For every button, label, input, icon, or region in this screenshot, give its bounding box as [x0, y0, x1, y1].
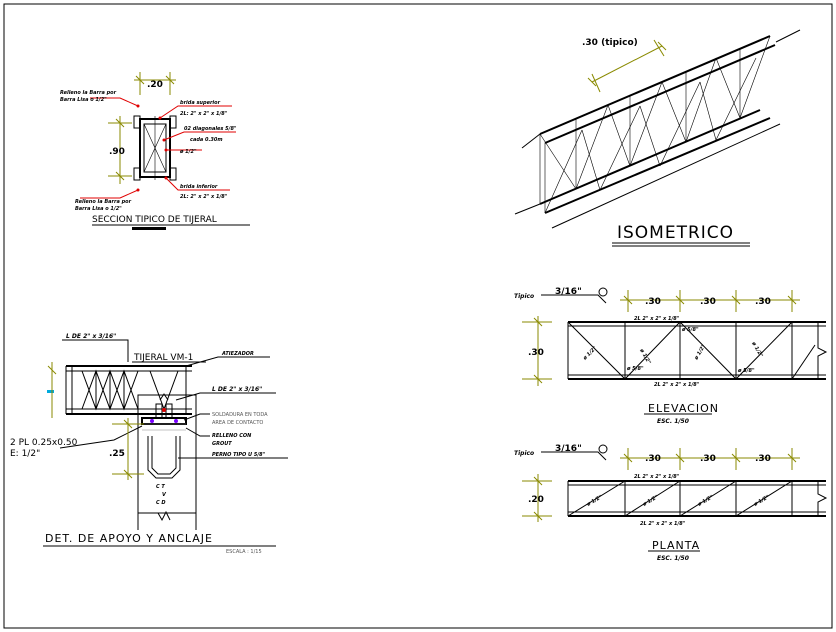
- elevation-vert-3: ø 5/8": [737, 368, 755, 374]
- section-label-top-right-2: 2L: 2" x 2" x 1/8": [180, 111, 228, 117]
- elevation-height: .30: [528, 348, 544, 358]
- support-col-text-3: C D: [156, 500, 166, 506]
- support-scale: ESCALA : 1/15: [226, 549, 262, 555]
- support-truss-label: TIJERAL VM-1: [133, 353, 193, 363]
- elevation-top-chord: 2L 2" x 2" x 1/8": [634, 316, 680, 322]
- section-label-diag-1: 02 diagonales 5/8": [184, 126, 237, 132]
- support-col-text-2: V: [162, 492, 167, 498]
- support-detail: L DE 2" x 3/16" TIJERAL VM-1 ATIEZADOR L…: [10, 333, 288, 555]
- support-relleno-1: RELLENO CON: [212, 433, 252, 439]
- support-atiezador: ATIEZADOR: [221, 351, 254, 357]
- section-label-diag-2: cada 0.30m: [190, 137, 223, 143]
- support-col-text-1: C T: [156, 484, 165, 490]
- isometric-view: .30 (tipico) ISOMETRICO: [514, 29, 801, 247]
- elevation-vert-2: ø 5/8": [626, 366, 644, 372]
- support-title: DET. DE APOYO Y ANCLAJE: [45, 532, 213, 545]
- section-detail: .20 .90 Relleno la Barra por Barra Lisa …: [60, 72, 250, 230]
- iso-title: ISOMETRICO: [617, 223, 734, 243]
- section-label-bot-left-1: Relleno la Barra por: [75, 199, 132, 205]
- elevation-tipico: Tipico: [514, 293, 534, 300]
- support-plate: 2 PL 0.25x0.50: [10, 438, 78, 448]
- elevation-view: Tipico 3/16" .30 .30 .30 .30 2L 2" x 2" …: [514, 287, 828, 425]
- plan-view: Tipico 3/16" .30 .30 .30 .20 2L 2" x 2" …: [514, 444, 828, 562]
- sheet-border: [3, 3, 833, 629]
- section-dim-width: .20: [147, 80, 163, 90]
- section-dim-height: .90: [109, 147, 125, 157]
- section-label-top-right-1: brida superior: [180, 100, 221, 106]
- section-label-bot-left-2: Barra Lisa o 1/2": [75, 206, 122, 212]
- section-label-top-left-2: Barra Lisa o 1/2": [60, 97, 107, 103]
- plan-spacing-3: .30: [755, 454, 771, 464]
- elevation-spacing-2: .30: [700, 297, 716, 307]
- section-label-bot-right-1: brida inferior: [180, 184, 218, 190]
- support-soldadura-2: AREA DE CONTACTO: [212, 420, 263, 426]
- elevation-bot-chord: 2L 2" x 2" x 1/8": [654, 382, 700, 388]
- iso-dim: .30 (tipico): [582, 38, 638, 48]
- support-perno: PERNO TIPO U 5/8": [212, 452, 266, 458]
- support-soldadura-1: SOLDADURA EN TODA: [212, 412, 268, 418]
- section-label-bar: ø 1/2": [179, 149, 197, 155]
- plan-tipico: Tipico: [514, 450, 534, 457]
- support-l-right: L DE 2" x 3/16": [212, 386, 262, 393]
- plan-scale: ESC. 1/50: [657, 555, 689, 562]
- support-l-top: L DE 2" x 3/16": [66, 333, 116, 340]
- section-label-bot-right-2: 2L: 2" x 2" x 1/8": [180, 194, 228, 200]
- elevation-weld: 3/16": [555, 287, 582, 297]
- elevation-vert-1: ø 5/8": [681, 327, 699, 333]
- elevation-scale: ESC. 1/50: [657, 418, 689, 425]
- elevation-title: ELEVACION: [648, 402, 719, 415]
- support-thickness: E: 1/2": [10, 449, 40, 459]
- section-title: SECCION TIPICO DE TIJERAL: [92, 215, 217, 225]
- elevation-spacing-3: .30: [755, 297, 771, 307]
- elevation-spacing-1: .30: [645, 297, 661, 307]
- plan-top-chord: 2L 2" x 2" x 1/8": [634, 474, 680, 480]
- plan-weld: 3/16": [555, 444, 582, 454]
- plan-width: .20: [528, 495, 544, 505]
- support-dim: .25: [109, 449, 125, 459]
- plan-bot-chord: 2L 2" x 2" x 1/8": [640, 521, 686, 527]
- section-label-top-left-1: Relleno la Barra por: [60, 90, 117, 96]
- support-relleno-2: GROUT: [212, 441, 232, 447]
- plan-spacing-1: .30: [645, 454, 661, 464]
- plan-title: PLANTA: [652, 539, 700, 552]
- plan-spacing-2: .30: [700, 454, 716, 464]
